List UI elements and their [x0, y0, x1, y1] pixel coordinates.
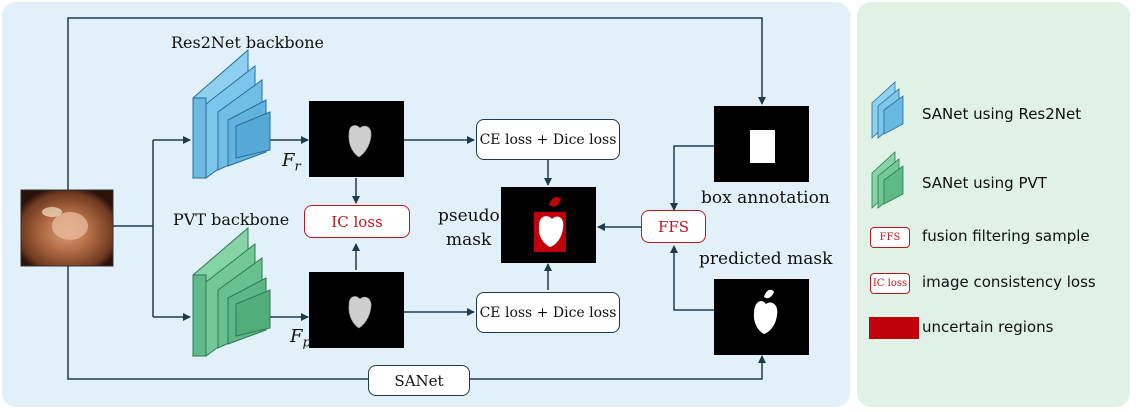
ic-loss-box: IC loss [304, 205, 410, 238]
mask-p-shape [348, 296, 372, 329]
sanet-box: SANet [368, 365, 470, 396]
feature-r-label: Fr [282, 150, 301, 175]
input-image [20, 189, 114, 267]
pvt-backbone-label: PVT backbone [173, 210, 290, 229]
ce-dice-loss-top: CE loss + Dice loss [476, 119, 620, 160]
input-to-box-annotation-arrow [67, 17, 766, 192]
legend-uncertain-swatch [869, 317, 919, 339]
pvt-backbone-blocks [192, 226, 271, 358]
pseudo-polyp-shape [538, 216, 564, 247]
legend-res2net-icon [871, 81, 904, 139]
box-rect-shape [750, 130, 775, 163]
main-panel [2, 2, 850, 407]
pseudo-mask-label-line2: mask [446, 230, 492, 250]
legend-ic-text: image consistency loss [922, 273, 1096, 291]
box-to-ffs-arrow [670, 145, 714, 211]
predicted-polyp-tip [764, 289, 774, 299]
legend-panel [857, 2, 1130, 407]
legend-uncertain-text: uncertain regions [922, 318, 1054, 336]
legend-ffs-text: fusion filtering sample [922, 227, 1090, 245]
res2net-backbone-blocks [192, 48, 271, 180]
ffs-box: FFS [641, 210, 706, 243]
legend-pvt-text: SANet using PVT [922, 174, 1047, 192]
box-annotation-label: box annotation [701, 188, 830, 208]
legend-pvt-icon [871, 151, 904, 209]
mask-r-shape [348, 125, 372, 158]
predicted-polyp-shape [753, 301, 778, 334]
predicted-to-ffs-arrow [670, 245, 714, 311]
predicted-mask-label: predicted mask [699, 249, 833, 269]
sanet-to-predicted-mask-arrow [470, 355, 766, 380]
legend-ic-tag: IC loss [870, 273, 910, 294]
feature-p-label: Fp [290, 326, 311, 351]
ce-dice-loss-bottom: CE loss + Dice loss [476, 292, 620, 333]
input-to-sanet-line [67, 265, 368, 380]
uncertain-region-blob [549, 197, 561, 207]
legend-res2net-text: SANet using Res2Net [922, 105, 1082, 123]
res2net-backbone-label: Res2Net backbone [171, 33, 324, 52]
pseudo-mask-label-line1: pseudo [438, 206, 500, 226]
legend-ffs-tag: FFS [870, 227, 910, 248]
